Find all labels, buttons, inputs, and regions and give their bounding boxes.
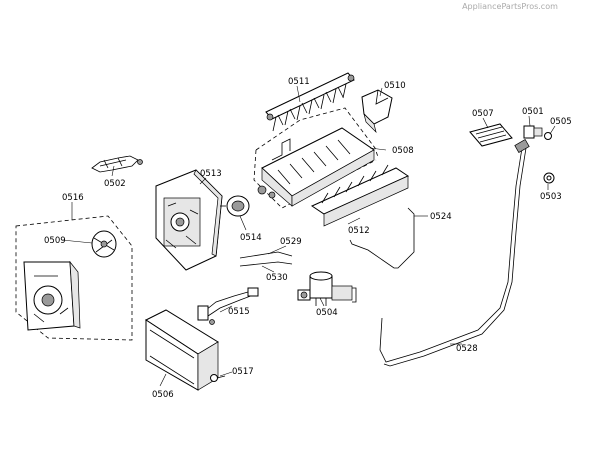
- callout-0503: 0503: [540, 192, 562, 202]
- callout-0501: 0501: [522, 107, 544, 117]
- callout-0524: 0524: [430, 212, 452, 222]
- part-0504-water-valve: [297, 271, 357, 306]
- callout-0508: 0508: [392, 146, 414, 156]
- callout-0506: 0506: [152, 390, 174, 400]
- part-0515-harness: [197, 287, 259, 325]
- callout-0512: 0512: [348, 226, 370, 236]
- part-0517-screw: [210, 374, 226, 382]
- part-0530-tube: [239, 261, 293, 267]
- callout-0528: 0528: [456, 344, 478, 354]
- callout-0517: 0517: [232, 367, 254, 377]
- callout-0515: 0515: [228, 307, 250, 317]
- callout-0516: 0516: [62, 193, 84, 203]
- part-0508-mold: [253, 107, 379, 209]
- part-0505-washer: [544, 132, 552, 140]
- callout-0510: 0510: [384, 81, 406, 91]
- callout-labels: 0511 0510 0508 0507 0501 0505 0503 0502 …: [44, 77, 572, 400]
- callout-0502: 0502: [104, 179, 126, 189]
- callout-0505: 0505: [550, 117, 572, 127]
- callout-0509: 0509: [44, 236, 66, 246]
- part-0516-module: [15, 215, 133, 341]
- part-0524-arm: [349, 207, 415, 269]
- part-0510-cover: [361, 89, 393, 134]
- watermark: AppliancePartsPros.com: [462, 2, 558, 11]
- callout-0530: 0530: [266, 273, 288, 283]
- part-0501-fitting: [523, 125, 543, 139]
- callout-0529: 0529: [280, 237, 302, 247]
- part-0528-fill-tube: [379, 139, 530, 367]
- callout-0513: 0513: [200, 169, 222, 179]
- part-0506-cover: [144, 309, 219, 391]
- callout-0504: 0504: [316, 308, 338, 318]
- part-0514-motor: [220, 195, 250, 217]
- part-0529-tube: [239, 251, 293, 259]
- callout-0507: 0507: [472, 109, 494, 119]
- part-0512-fill-cup: [310, 164, 410, 227]
- callout-0511: 0511: [288, 77, 310, 87]
- part-0507-bracket: [469, 123, 513, 147]
- part-0511-ejector: [265, 72, 355, 132]
- part-0502-harness: [91, 155, 143, 173]
- callout-0514: 0514: [240, 233, 262, 243]
- part-0513-housing: [155, 169, 223, 271]
- leader-lines: [61, 85, 556, 387]
- part-0503-washer: [543, 172, 555, 184]
